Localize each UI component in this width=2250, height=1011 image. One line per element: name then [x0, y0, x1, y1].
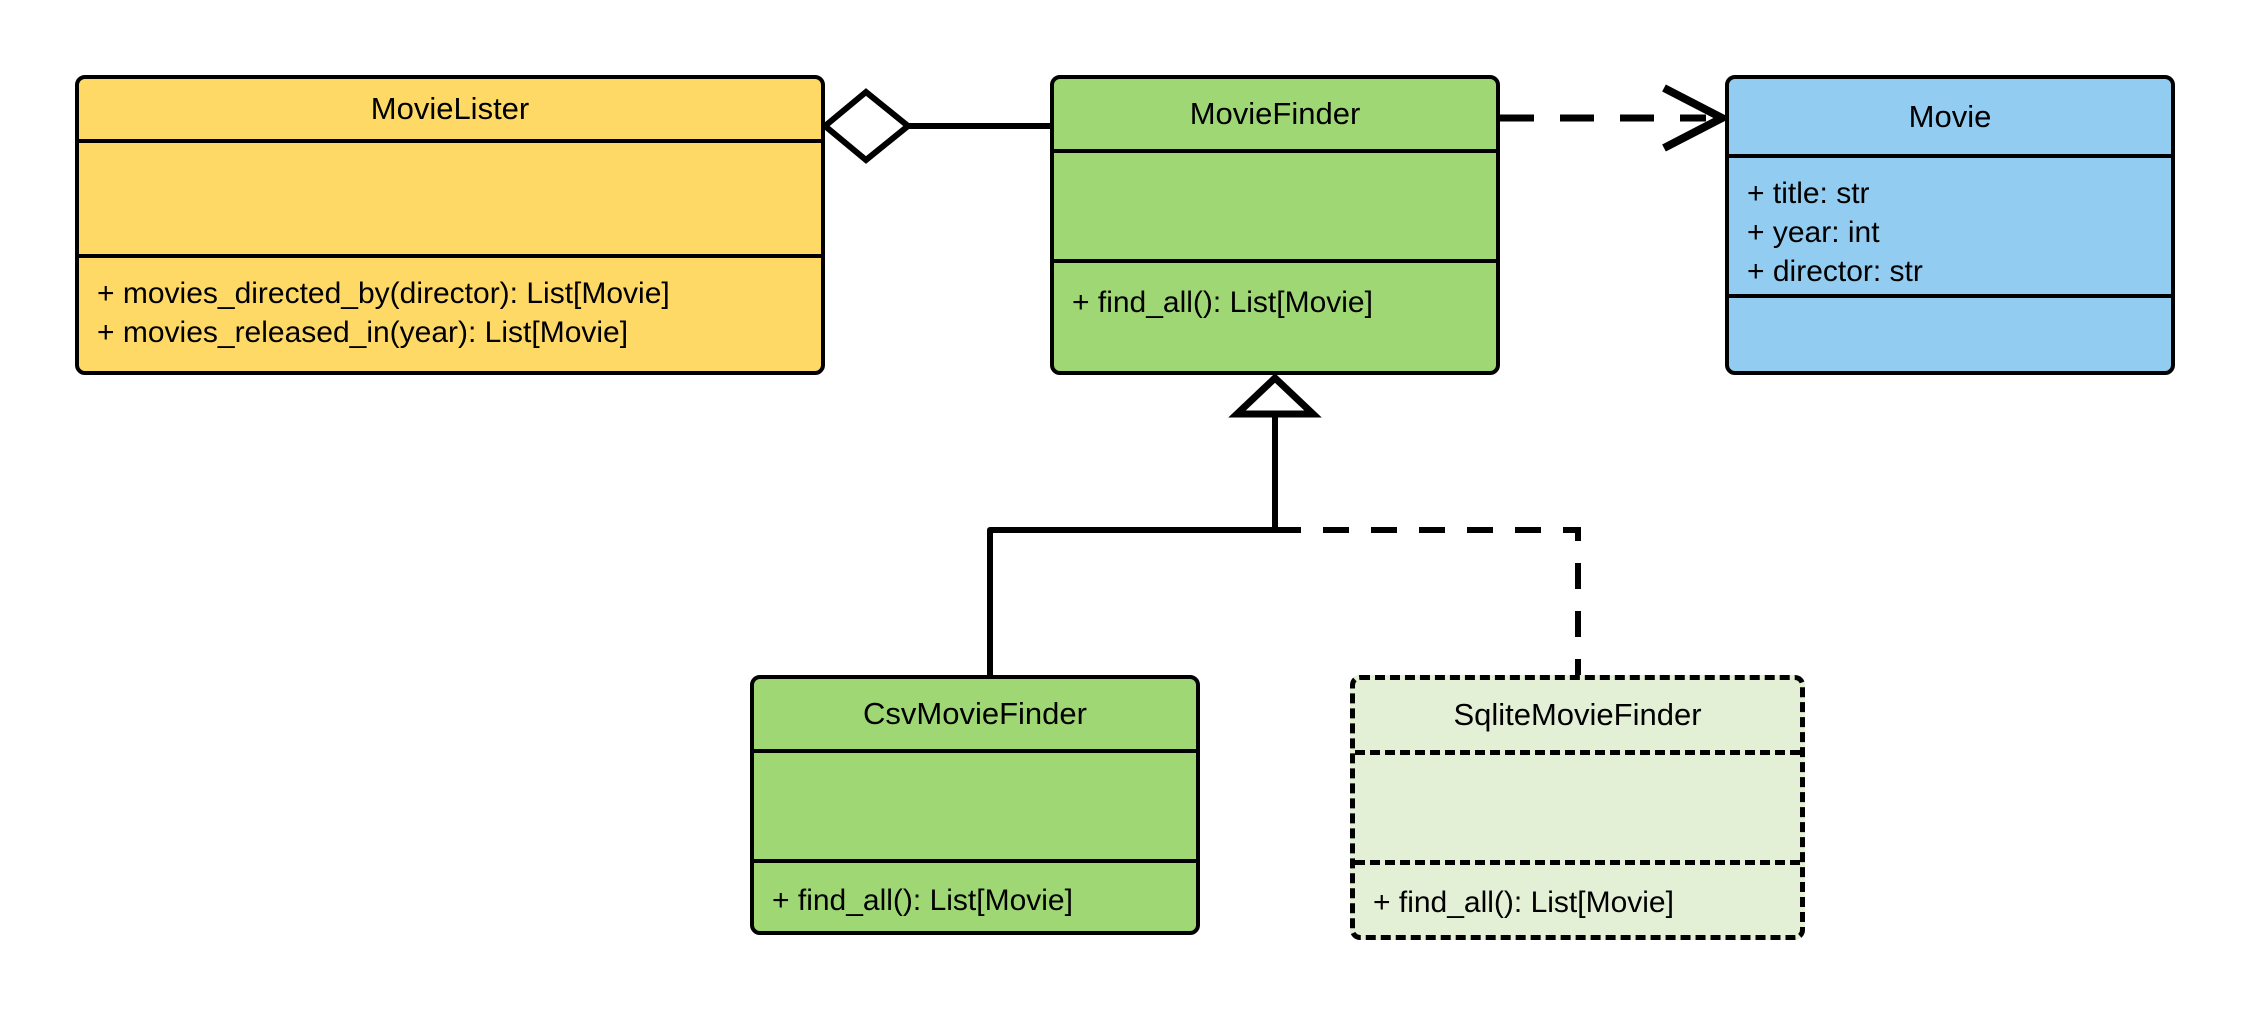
hollow-diamond-icon: [820, 88, 913, 164]
attributes-compartment-csvmoviefinder: [754, 749, 1196, 859]
generalization-csv-finder-edge: [987, 527, 1275, 675]
class-box-csvmoviefinder[interactable]: CsvMovieFinder + find_all(): List[Movie]: [750, 675, 1200, 935]
method-item: + find_all(): List[Movie]: [772, 884, 1073, 917]
method-item: + find_all(): List[Movie]: [1373, 886, 1674, 919]
methods-compartment-movie: [1729, 294, 2171, 371]
attributes-compartment-moviefinder: [1054, 149, 1496, 259]
generalization-trunk-edge: [1228, 373, 1322, 530]
generalization-csv-line: [987, 527, 1275, 675]
methods-compartment-moviefinder: + find_all(): List[Movie]: [1054, 259, 1496, 371]
methods-compartment-movielister: + movies_directed_by(director): List[Mov…: [79, 254, 821, 371]
class-box-moviefinder[interactable]: MovieFinder + find_all(): List[Movie]: [1050, 75, 1500, 375]
class-box-movie[interactable]: Movie + title: str + year: int + directo…: [1725, 75, 2175, 375]
attribute-item: + title: str: [1747, 177, 1870, 210]
attribute-item: + director: str: [1747, 255, 1923, 288]
open-arrow-icon: [1662, 84, 1731, 152]
class-name-csvmoviefinder: CsvMovieFinder: [863, 696, 1087, 731]
attributes-compartment-sqlitemoviefinder: [1355, 750, 1800, 860]
methods-compartment-csvmoviefinder: + find_all(): List[Movie]: [754, 859, 1196, 931]
class-name-sqlitemoviefinder: SqliteMovieFinder: [1453, 697, 1702, 732]
class-name-movie: Movie: [1908, 98, 1992, 134]
method-item: + movies_directed_by(director): List[Mov…: [97, 277, 670, 310]
class-box-movielister[interactable]: MovieLister + movies_directed_by(directo…: [75, 75, 825, 375]
method-item: + find_all(): List[Movie]: [1072, 286, 1373, 319]
aggregation-lister-finder-edge: [820, 88, 1050, 164]
class-box-sqlitemoviefinder[interactable]: SqliteMovieFinder + find_all(): List[Mov…: [1350, 675, 1805, 940]
dependency-finder-movie-edge: [1500, 84, 1731, 152]
attributes-compartment-movie: + title: str + year: int + director: str: [1729, 154, 2171, 294]
hollow-triangle-icon: [1228, 373, 1322, 418]
generalization-sqlite-finder-edge: [1275, 527, 1581, 675]
class-name-movielister: MovieLister: [370, 91, 530, 126]
method-item: + movies_released_in(year): List[Movie]: [97, 316, 629, 349]
generalization-sqlite-line: [1275, 527, 1581, 675]
methods-compartment-sqlitemoviefinder: + find_all(): List[Movie]: [1355, 860, 1800, 935]
attributes-compartment-movielister: [79, 139, 821, 254]
class-name-moviefinder: MovieFinder: [1189, 96, 1361, 131]
attribute-item: + year: int: [1747, 216, 1880, 249]
